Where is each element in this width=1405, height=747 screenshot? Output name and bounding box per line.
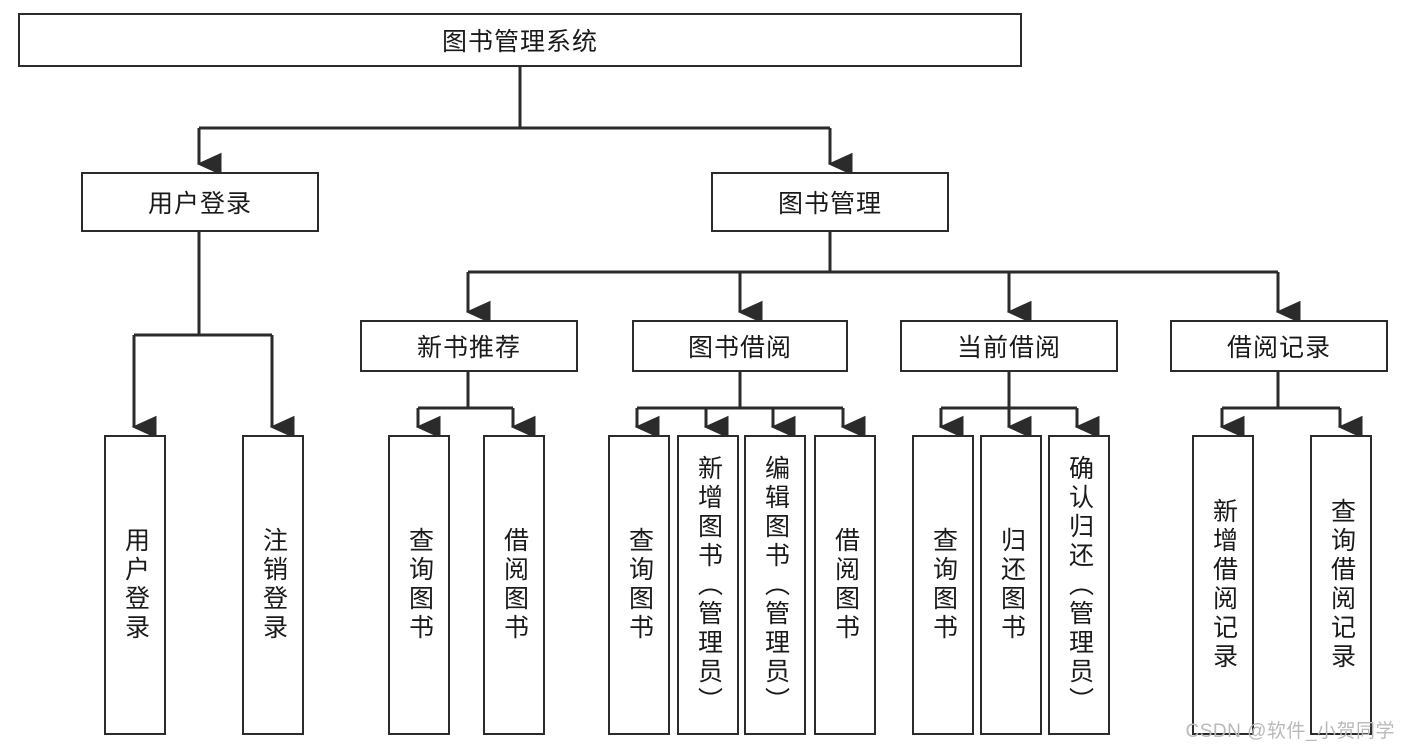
node-leaf-borrow-book-2-label: 借阅图书 (831, 527, 860, 643)
node-leaf-query-book-1-label: 查询图书 (405, 527, 434, 643)
node-leaf-return-book[interactable]: 归还图书 (980, 435, 1042, 735)
node-leaf-query-book-2[interactable]: 查询图书 (608, 435, 670, 735)
node-leaf-return-book-label: 归还图书 (997, 527, 1026, 643)
node-book-borrow[interactable]: 图书借阅 (632, 320, 848, 372)
node-leaf-borrow-book-1[interactable]: 借阅图书 (483, 435, 545, 735)
node-leaf-user-login[interactable]: 用户登录 (104, 435, 166, 735)
node-leaf-edit-book[interactable]: 编辑图书（管理员） (744, 435, 806, 735)
node-leaf-confirm-return[interactable]: 确认归还（管理员） (1048, 435, 1110, 735)
node-book-borrow-label: 图书借阅 (687, 334, 792, 362)
node-leaf-confirm-return-label: 确认归还（管理员） (1065, 454, 1094, 716)
node-new-book-recommend-label: 新书推荐 (416, 334, 521, 362)
node-root-label: 图书管理系统 (441, 28, 598, 56)
node-root[interactable]: 图书管理系统 (18, 13, 1022, 67)
node-leaf-query-record-label: 查询借阅记录 (1327, 498, 1356, 672)
node-borrow-record[interactable]: 借阅记录 (1170, 320, 1388, 372)
node-leaf-add-book-label: 新增图书（管理员） (694, 454, 723, 716)
node-leaf-add-record[interactable]: 新增借阅记录 (1192, 435, 1254, 735)
node-book-management-label: 图书管理 (777, 190, 882, 218)
node-leaf-edit-book-label: 编辑图书（管理员） (761, 454, 790, 716)
node-current-borrow-label: 当前借阅 (956, 334, 1061, 362)
node-book-management[interactable]: 图书管理 (711, 172, 949, 232)
node-leaf-add-book[interactable]: 新增图书（管理员） (677, 435, 739, 735)
node-leaf-query-record[interactable]: 查询借阅记录 (1310, 435, 1372, 735)
node-leaf-logout-label: 注销登录 (259, 527, 288, 643)
node-leaf-add-record-label: 新增借阅记录 (1209, 498, 1238, 672)
node-leaf-query-book-2-label: 查询图书 (625, 527, 654, 643)
node-current-borrow[interactable]: 当前借阅 (900, 320, 1118, 372)
node-leaf-logout[interactable]: 注销登录 (242, 435, 304, 735)
node-leaf-user-login-label: 用户登录 (121, 527, 150, 643)
node-user-login-label: 用户登录 (147, 190, 252, 218)
watermark-text: CSDN @软件_小贺同学 (1185, 721, 1395, 742)
node-leaf-borrow-book-1-label: 借阅图书 (500, 527, 529, 643)
node-new-book-recommend[interactable]: 新书推荐 (360, 320, 578, 372)
node-borrow-record-label: 借阅记录 (1226, 334, 1331, 362)
node-leaf-borrow-book-2[interactable]: 借阅图书 (814, 435, 876, 735)
node-leaf-query-book-3[interactable]: 查询图书 (912, 435, 974, 735)
node-leaf-query-book-3-label: 查询图书 (929, 527, 958, 643)
node-user-login[interactable]: 用户登录 (81, 172, 319, 232)
node-leaf-query-book-1[interactable]: 查询图书 (388, 435, 450, 735)
